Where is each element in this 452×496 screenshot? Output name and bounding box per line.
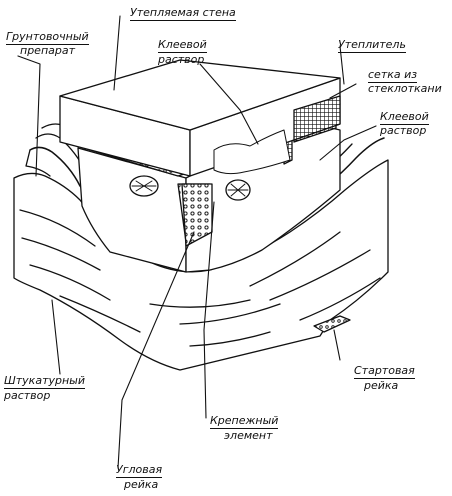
label-fastener-line2: элемент bbox=[224, 429, 273, 442]
leader-lines bbox=[17, 15, 377, 469]
label-primer-line1: Грунтовочный bbox=[6, 30, 89, 45]
label-plaster-line2: раствор bbox=[4, 389, 51, 402]
label-plaster-line1: Штукатурный bbox=[4, 374, 85, 389]
label-insulated-wall: Утепляемая стена bbox=[130, 6, 236, 21]
label-glue-right-line2: раствор bbox=[380, 124, 427, 137]
plaster-layer bbox=[13, 159, 389, 371]
label-mesh-line2: стеклоткани bbox=[368, 82, 442, 95]
fastener-elements bbox=[129, 175, 251, 201]
label-start-rail-line1: Стартовая bbox=[354, 364, 415, 379]
start-rail bbox=[313, 315, 351, 333]
label-insulation: Утеплитель bbox=[338, 38, 406, 53]
label-corner-rail-line1: Угловая bbox=[116, 463, 163, 478]
label-glue-top-line2: раствор bbox=[158, 53, 205, 66]
label-primer-line2: препарат bbox=[20, 44, 76, 57]
wall-block bbox=[59, 59, 341, 177]
label-fastener-line1: Крепежный bbox=[210, 414, 279, 429]
label-corner-rail-line2: рейка bbox=[124, 478, 159, 491]
label-glue-right-line1: Клеевой bbox=[380, 110, 429, 125]
label-start-rail-line2: рейка bbox=[364, 379, 399, 392]
label-glue-top-line1: Клеевой bbox=[158, 38, 207, 53]
label-mesh-line1: сетка из bbox=[368, 68, 418, 83]
